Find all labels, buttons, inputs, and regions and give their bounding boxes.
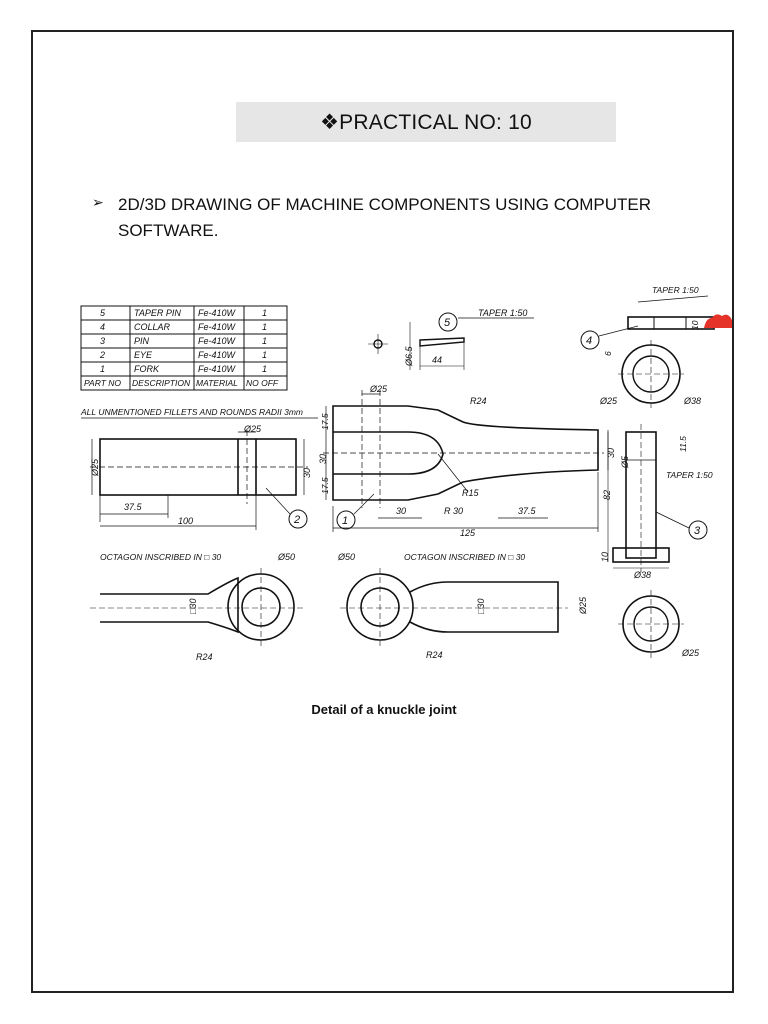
table-row-4-no: 4 — [100, 322, 105, 332]
dim-eye-bottom-d50: Ø50 — [277, 552, 295, 562]
table-row-3-desc: PIN — [134, 336, 150, 346]
dim-pin5-44: 44 — [432, 355, 442, 365]
dim-collar-10: 10 — [690, 320, 700, 330]
table-row-1-desc: FORK — [134, 364, 160, 374]
dim-pin5-d6-5: Ø6.5 — [404, 345, 414, 367]
dim-fork-bottom-30: □30 — [476, 599, 486, 614]
table-row-1-qty: 1 — [262, 364, 267, 374]
dim-eye-37-5: 37.5 — [124, 502, 143, 512]
table-row-2-qty: 1 — [262, 350, 267, 360]
page-border — [31, 30, 734, 993]
table-row-5-qty: 1 — [262, 308, 267, 318]
dim-collar-d25: Ø25 — [599, 396, 618, 406]
knuckle-joint-drawing: 5 TAPER PIN Fe-410W 1 4 COLLAR Fe-410W 1… — [78, 282, 738, 682]
dim-fork-37-5: 37.5 — [518, 506, 537, 516]
balloon-4 — [580, 330, 600, 350]
dim-pin3-11-5: 11.5 — [678, 436, 688, 452]
dim-collar-6: 6 — [603, 351, 613, 356]
arrow-bullet-icon: ➢ — [92, 194, 104, 210]
balloon-5-label: 5 — [444, 317, 451, 329]
balloon-5 — [438, 312, 458, 332]
dim-fork-30b: 30 — [396, 506, 406, 516]
taper-pin-side-view — [419, 337, 465, 347]
drawing-svg: 5 TAPER PIN Fe-410W 1 4 COLLAR Fe-410W 1… — [80, 285, 732, 662]
dim-eye-30: 30 — [302, 468, 312, 478]
dim-collar-d38: Ø38 — [683, 396, 701, 406]
dim-pin3-82: 82 — [602, 490, 612, 500]
dim-fork-30: 30 — [318, 454, 328, 464]
taper-pin-note: TAPER 1:50 — [478, 308, 527, 318]
taper-collar-note: TAPER 1:50 — [652, 285, 699, 295]
table-row-4-mat: Fe-410W — [198, 322, 237, 332]
balloon-3 — [688, 520, 708, 540]
table-row-5-mat: Fe-410W — [198, 308, 237, 318]
dim-pin3-10: 10 — [600, 552, 610, 562]
dim-fork-30c: 30 — [606, 448, 616, 458]
dim-fork-125: 125 — [460, 528, 476, 538]
table-header-qty: NO OFF — [246, 378, 279, 388]
figure-caption: Detail of a knuckle joint — [311, 702, 457, 717]
balloon-2 — [288, 509, 308, 529]
fork-front-view — [332, 405, 599, 501]
dim-fork-17-5a: 17.5 — [320, 413, 330, 430]
dim-eye-d25: Ø25 — [243, 424, 262, 434]
dim-pin3-d38: Ø38 — [633, 570, 651, 580]
page-title: ❖PRACTICAL NO: 10 — [320, 110, 532, 134]
dim-fork-bottom-r24: R24 — [426, 650, 443, 660]
dim-fork-bottom-d25: Ø25 — [578, 596, 588, 615]
table-row-3-mat: Fe-410W — [198, 336, 237, 346]
taper-pin3-note: TAPER 1:50 — [666, 470, 713, 480]
table-row-1-no: 1 — [100, 364, 105, 374]
dim-eye-bottom-30: □30 — [188, 599, 198, 614]
table-row-2-mat: Fe-410W — [198, 350, 237, 360]
table-row-1-mat: Fe-410W — [198, 364, 237, 374]
dim-eye-d25-side: Ø25 — [90, 458, 100, 477]
balloon-3-label: 3 — [694, 525, 701, 537]
dim-pin3-d5: Ø5 — [620, 455, 630, 469]
title-band: ❖PRACTICAL NO: 10 — [236, 102, 616, 142]
table-header-material: MATERIAL — [196, 378, 238, 388]
objective-text: 2D/3D DRAWING OF MACHINE COMPONENTS USIN… — [118, 195, 652, 240]
table-header-desc: DESCRIPTION — [132, 378, 191, 388]
table-row-2-no: 2 — [99, 350, 105, 360]
dim-fork-17-5b: 17.5 — [320, 477, 330, 494]
dim-fork-r15: R15 — [462, 488, 480, 498]
table-row-2-desc: EYE — [134, 350, 153, 360]
table-row-3-no: 3 — [100, 336, 105, 346]
dim-eye-bottom-r24: R24 — [196, 652, 213, 662]
dim-fork-r24: R24 — [470, 396, 487, 406]
red-marker-icon — [704, 314, 732, 328]
fillets-note: ALL UNMENTIONED FILLETS AND ROUNDS RADII… — [80, 407, 303, 417]
dim-eye-100: 100 — [178, 516, 193, 526]
table-row-3-qty: 1 — [262, 336, 267, 346]
fork-bottom-view — [346, 573, 559, 641]
balloon-2-label: 2 — [293, 514, 300, 526]
dim-fork-r30: R 30 — [444, 506, 463, 516]
dim-pin3-d25: Ø25 — [681, 648, 700, 658]
table-row-5-desc: TAPER PIN — [134, 308, 181, 318]
dim-fork-d25: Ø25 — [369, 384, 388, 394]
balloon-1-label: 1 — [342, 515, 348, 527]
table-header-part: PART NO — [84, 378, 121, 388]
balloon-1 — [336, 510, 356, 530]
balloon-4-label: 4 — [586, 335, 592, 347]
table-row-4-qty: 1 — [262, 322, 267, 332]
table-row-4-desc: COLLAR — [134, 322, 171, 332]
octagon-note-left: OCTAGON INSCRIBED IN □ 30 — [100, 552, 221, 562]
dim-fork-bottom-d50: Ø50 — [337, 552, 355, 562]
table-row-5-no: 5 — [100, 308, 106, 318]
octagon-note-right: OCTAGON INSCRIBED IN □ 30 — [404, 552, 525, 562]
collar-side-view — [627, 316, 715, 330]
